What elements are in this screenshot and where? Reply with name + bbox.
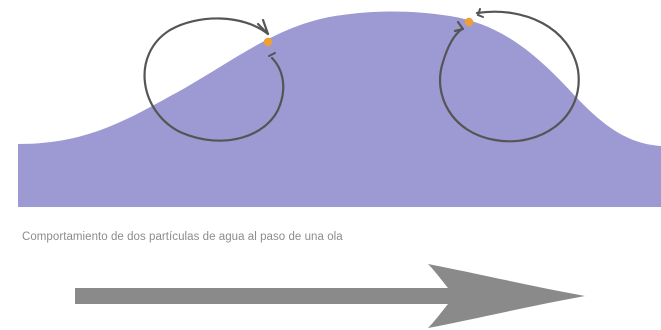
diagram-caption: Comportamiento de dos partículas de agua… <box>22 231 343 243</box>
orbit-left-arrowhead-bottom <box>268 52 276 57</box>
orbit-right <box>438 10 580 143</box>
particle-right <box>464 17 474 27</box>
orbit-left-arrowhead-top <box>256 18 270 36</box>
orbit-left <box>143 17 285 142</box>
particle-left <box>263 37 273 47</box>
wave-water <box>18 11 661 207</box>
orbit-right-arrowhead-bottom <box>453 20 465 33</box>
wave-direction-arrow <box>75 264 585 328</box>
orbit-right-arrowhead-top <box>476 8 484 18</box>
